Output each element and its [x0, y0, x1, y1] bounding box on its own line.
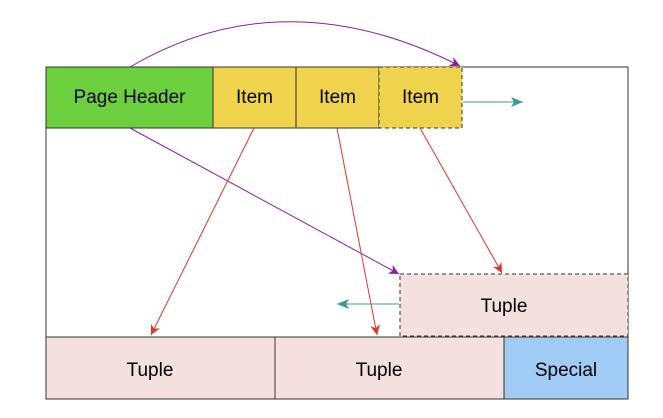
special-space: Special	[503, 336, 629, 400]
item-pointer-1: Item	[212, 66, 297, 129]
tuple-2-box	[274, 336, 505, 400]
item-2-to-tuple-2-arrow	[336, 127, 381, 336]
item-pointer-2-label: Item	[319, 87, 356, 108]
tuple-new-label: Tuple	[481, 296, 528, 317]
item-pointer-3-box	[378, 66, 463, 129]
header-to-free-space-arrow	[129, 127, 400, 275]
tuple-2: Tuple	[274, 336, 505, 400]
tuple-new: Tuple	[399, 273, 629, 337]
tuple-1-label: Tuple	[127, 360, 174, 381]
item-pointer-1-box	[212, 66, 297, 129]
special-space-box	[503, 336, 629, 400]
special-space-label: Special	[535, 360, 597, 381]
tuple-1-box	[45, 336, 276, 400]
item-1-to-tuple-1-arrow	[150, 127, 255, 336]
item-3-to-new-tuple-arrow	[419, 127, 503, 274]
item-pointer-3-label: Item	[402, 87, 439, 108]
item-pointer-1-label: Item	[236, 87, 273, 108]
item-pointer-2: Item	[295, 66, 380, 129]
tuple-2-label: Tuple	[356, 360, 403, 381]
item-pointer-3-new: Item	[378, 66, 463, 129]
header-to-last-item-arrow	[129, 21, 461, 68]
page-header-box	[45, 66, 214, 129]
tuple-1: Tuple	[45, 336, 276, 400]
page-header: Page Header	[45, 66, 214, 129]
tuple-new-box	[399, 273, 629, 337]
page-header-label: Page Header	[74, 87, 187, 108]
